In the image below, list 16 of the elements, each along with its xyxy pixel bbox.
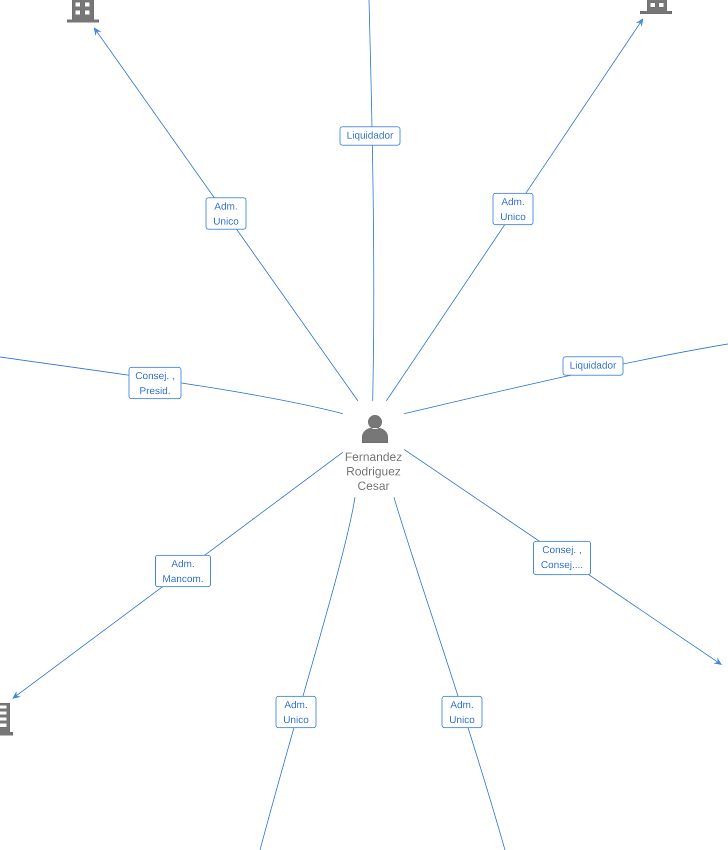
connector-line: [260, 496, 356, 850]
building-icon: [67, 0, 99, 22]
edge-label: Liquidador: [562, 356, 624, 376]
edge-label: Adm. Mancom.: [155, 554, 211, 588]
edge-label: Liquidador: [340, 126, 400, 146]
building-icon: [0, 703, 13, 736]
person-name: Fernandez Rodriguez Cesar: [346, 452, 402, 490]
building-icon: [640, 0, 672, 14]
edge-label: Adm. Unico: [206, 197, 246, 230]
edge-label: Adm. Unico: [492, 192, 534, 226]
edge-label: Consej. , Presid.: [128, 366, 182, 400]
connector-line: [394, 496, 506, 850]
edge-label: Adm. Unico: [276, 696, 316, 728]
connector-line: [368, 0, 374, 402]
edge-label: Adm. Unico: [442, 696, 482, 728]
edge-label: Consej. , Consej....: [533, 540, 591, 576]
